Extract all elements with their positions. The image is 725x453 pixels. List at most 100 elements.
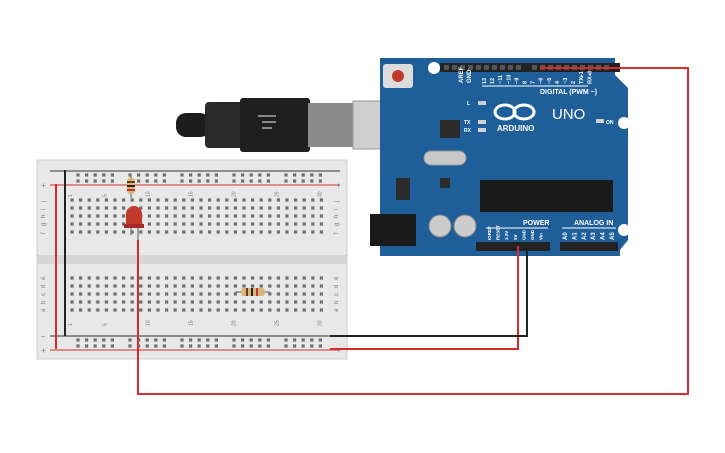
analog-pin-label: A1 bbox=[572, 232, 578, 240]
row-letter: e bbox=[334, 276, 340, 280]
column-number: 15 bbox=[188, 191, 194, 197]
microcontroller-chip bbox=[480, 180, 613, 212]
row-letter: c bbox=[334, 293, 340, 296]
digital-pin-label: 8 bbox=[523, 81, 529, 84]
column-number: 5 bbox=[102, 323, 108, 326]
power-pin-label: GND bbox=[530, 229, 535, 240]
resistor-horizontal[interactable] bbox=[235, 288, 270, 296]
row-letter: g bbox=[334, 223, 340, 226]
led-tx-label: TX bbox=[464, 120, 471, 126]
row-letter: f bbox=[41, 232, 47, 234]
small-chip bbox=[440, 178, 450, 188]
digital-header-label: DIGITAL (PWM ~) bbox=[540, 89, 597, 96]
row-letter: i bbox=[41, 209, 47, 210]
analog-pin-label: A3 bbox=[591, 232, 597, 240]
row-letter: a bbox=[334, 308, 340, 312]
capacitor bbox=[428, 214, 452, 238]
reset-button[interactable] bbox=[392, 70, 404, 82]
analog-pin-label: A5 bbox=[610, 232, 616, 240]
row-letter: e bbox=[41, 276, 47, 280]
digital-pin-label: ~11 bbox=[498, 75, 504, 84]
digital-pin-label: RX◂0 bbox=[587, 71, 593, 84]
column-number: 25 bbox=[274, 320, 280, 326]
analog-header-label: ANALOG IN bbox=[574, 220, 613, 227]
led-on-label: ON bbox=[606, 120, 614, 126]
digital-pin-label: 4 bbox=[555, 80, 561, 84]
analog-header[interactable] bbox=[560, 242, 618, 251]
usb-cable[interactable] bbox=[176, 98, 416, 152]
rail-plus-label: + bbox=[336, 181, 341, 190]
brand-text: ARDUINO bbox=[497, 124, 534, 133]
digital-pin-label: 7 bbox=[531, 81, 537, 84]
row-letter: a bbox=[41, 308, 47, 312]
digital-pin-label: ~6 bbox=[539, 78, 545, 84]
power-header[interactable] bbox=[476, 242, 550, 251]
row-letter: c bbox=[41, 293, 47, 296]
mount-hole bbox=[428, 62, 440, 74]
red-led[interactable] bbox=[124, 206, 144, 240]
led-rx-label: RX bbox=[464, 128, 472, 134]
rail-plus-label: + bbox=[41, 346, 46, 355]
power-jack[interactable] bbox=[370, 214, 416, 246]
power-pin-label: 3.3V bbox=[504, 231, 509, 240]
crystal bbox=[423, 150, 467, 166]
power-pin-label: Vin bbox=[539, 233, 544, 240]
usb-icon bbox=[258, 115, 276, 129]
mount-hole bbox=[618, 224, 630, 236]
column-number: 20 bbox=[231, 320, 237, 326]
column-number: 1 bbox=[68, 323, 74, 326]
wire-red-led-to-pin[interactable] bbox=[137, 67, 689, 395]
power-pin-label: 5V bbox=[513, 234, 518, 240]
row-letter: b bbox=[41, 300, 47, 304]
column-number: 25 bbox=[274, 191, 280, 197]
led-rx bbox=[478, 128, 486, 132]
digital-header[interactable] bbox=[440, 63, 620, 72]
center-channel bbox=[37, 255, 347, 264]
digital-pin-label: 2 bbox=[571, 81, 577, 84]
analog-pin-label: A0 bbox=[563, 232, 569, 240]
column-number: 1 bbox=[68, 194, 74, 197]
led-tx bbox=[478, 120, 486, 124]
row-letter: g bbox=[41, 223, 47, 226]
usb-chip bbox=[440, 120, 460, 138]
digital-pin-label: TX▸1 bbox=[579, 71, 585, 84]
power-header-label: POWER bbox=[523, 220, 549, 227]
wire-red-5v[interactable] bbox=[330, 246, 519, 350]
led-l-label: L bbox=[467, 101, 470, 107]
mount-hole bbox=[618, 117, 630, 129]
rail-plus-label: + bbox=[336, 346, 341, 355]
row-letter: h bbox=[41, 215, 47, 218]
row-letter: d bbox=[41, 285, 47, 288]
gnd-label: GND bbox=[467, 69, 473, 83]
row-letter: j bbox=[41, 201, 47, 203]
row-letter: h bbox=[334, 215, 340, 218]
power-pin-label: RESET bbox=[496, 225, 501, 240]
wire-black-gnd[interactable] bbox=[330, 246, 528, 337]
resistor-vertical[interactable] bbox=[127, 174, 135, 198]
row-letter: f bbox=[334, 232, 340, 234]
digital-pin-label: ~9 bbox=[514, 78, 520, 84]
led-l bbox=[478, 101, 486, 105]
digital-pin-label: ~5 bbox=[547, 78, 553, 84]
digital-pin-label: ~3 bbox=[563, 78, 569, 84]
model-text: UNO bbox=[552, 106, 585, 123]
row-letter: b bbox=[334, 300, 340, 304]
digital-pin-label: 12 bbox=[490, 78, 496, 84]
capacitor bbox=[453, 214, 477, 238]
column-number: 10 bbox=[145, 191, 151, 197]
led-on bbox=[596, 119, 604, 123]
row-letter: j bbox=[334, 201, 340, 203]
rail-plus-label: + bbox=[41, 181, 46, 190]
breadboard-holes bbox=[70, 173, 323, 348]
row-letter: i bbox=[334, 209, 340, 210]
digital-pin-label: 13 bbox=[482, 78, 488, 84]
column-number: 5 bbox=[102, 194, 108, 197]
